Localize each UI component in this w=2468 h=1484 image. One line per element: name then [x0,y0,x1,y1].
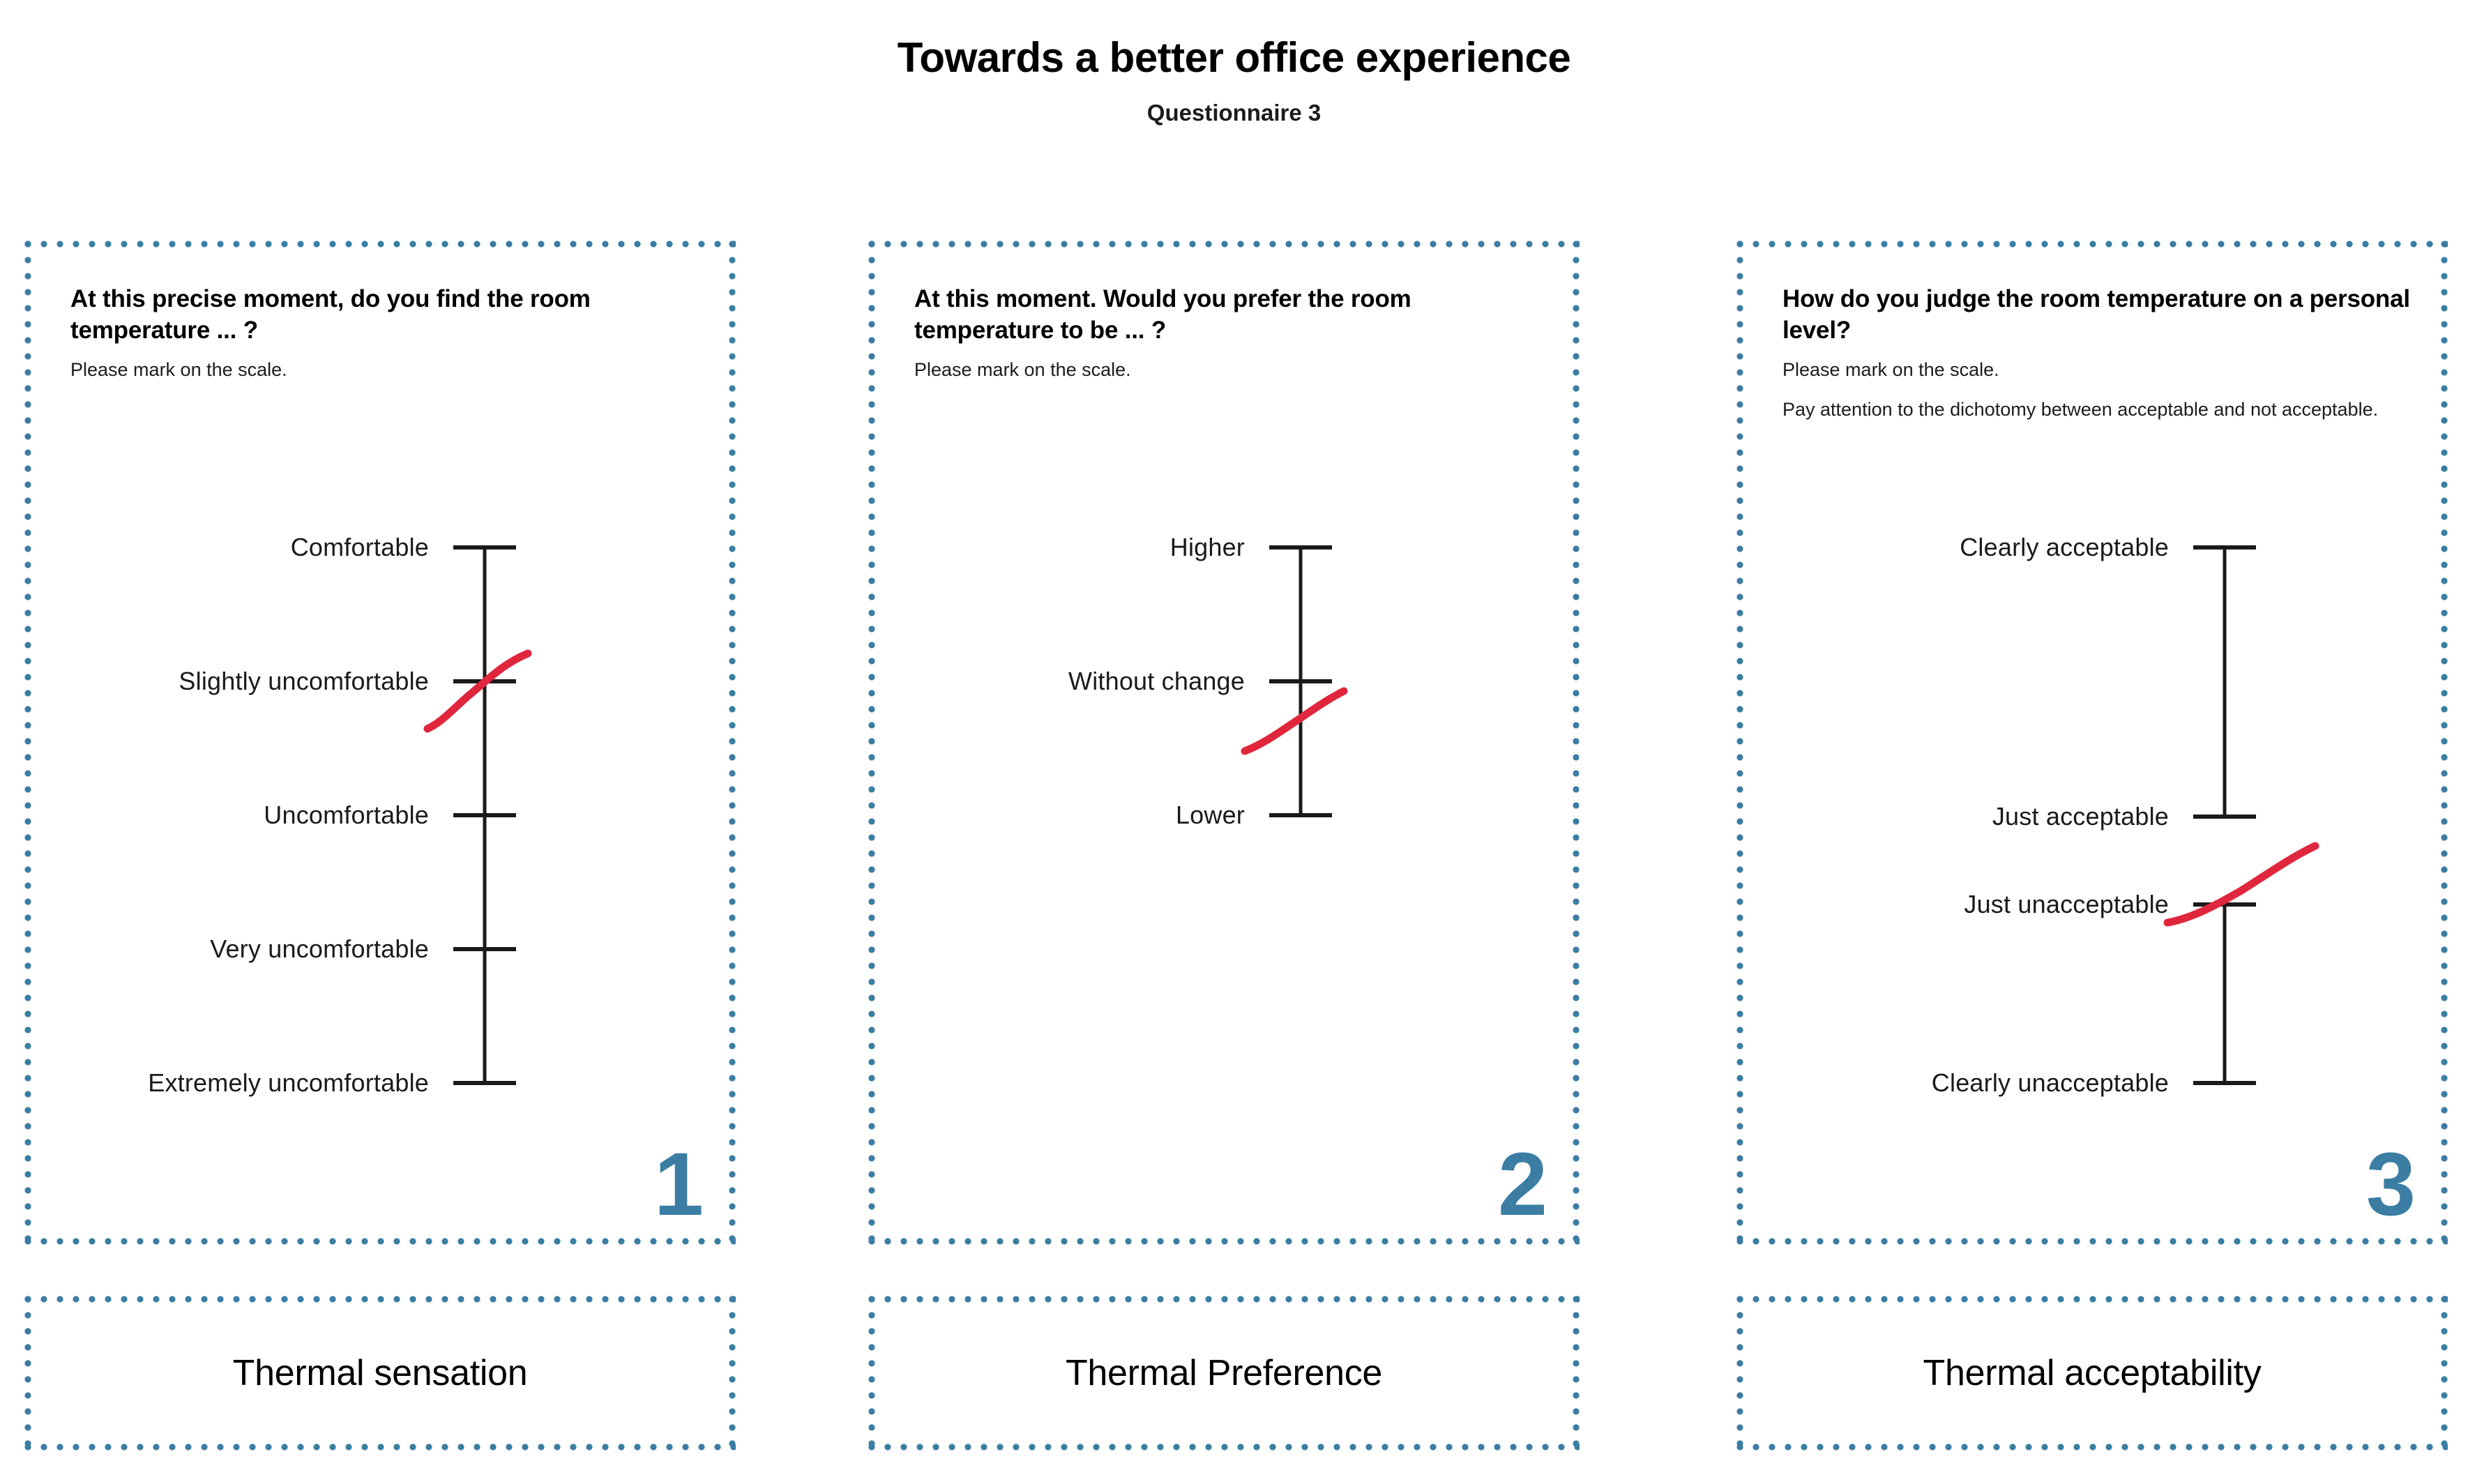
scale-label: Clearly acceptable [1960,533,2169,561]
footer-label: Thermal acceptability [1923,1353,2262,1393]
question-hint: Please mark on the scale. [70,358,287,380]
page-header: Towards a better office experience Quest… [0,0,2468,126]
card-number: 1 [653,1135,704,1234]
footer-label: Thermal Preference [1065,1353,1383,1393]
scale-label: Slightly uncomfortable [179,667,429,695]
page-subtitle: Questionnaire 3 [1146,100,1322,126]
scale-label: Comfortable [290,533,429,561]
questionnaire-card-1[interactable]: At this precise moment, do you find the … [24,241,736,1245]
scale-label: Lower [1175,801,1245,829]
answer-mark[interactable] [423,649,532,733]
scale-label: Higher [1169,533,1245,561]
questionnaire-card-3[interactable]: How do you judge the room temperature on… [1736,241,2448,1245]
scale-label: Clearly unacceptable [1931,1068,2169,1097]
scale-label: Just acceptable [1992,802,2169,831]
footer-box-thermal-preference: Thermal Preference [868,1296,1580,1451]
question-text: At this moment. Would you prefer the roo… [914,285,1411,344]
rating-scale-thermal-sensation[interactable]: Comfortable Slightly uncomfortable Uncom… [24,241,736,1245]
rating-scale-thermal-preference[interactable]: Higher Without change Lower [868,241,1580,1245]
question-text: At this precise moment, do you find the … [70,285,591,344]
scale-label: Just unacceptable [1964,890,2169,918]
question-block: How do you judge the room temperature on… [1782,284,2420,422]
card-number: 3 [2365,1135,2416,1234]
question-hint: Please mark on the scale. [914,358,1131,380]
footer-box-thermal-sensation: Thermal sensation [24,1296,736,1451]
card-number: 2 [1497,1135,1547,1234]
footer-label: Thermal sensation [232,1353,528,1393]
question-block: At this moment. Would you prefer the roo… [914,284,1552,382]
scale-label: Without change [1068,667,1245,695]
footer-box-thermal-acceptability: Thermal acceptability [1736,1296,2448,1451]
scale-label: Extremely uncomfortable [148,1068,429,1097]
question-hint: Please mark on the scale. [1782,358,1999,380]
scale-label: Very uncomfortable [210,934,429,963]
questionnaire-card-2[interactable]: At this moment. Would you prefer the roo… [868,241,1580,1245]
scale-label: Uncomfortable [264,801,429,829]
question-text: How do you judge the room temperature on… [1782,285,2410,344]
rating-scale-thermal-acceptability[interactable]: Clearly acceptable Just acceptable Just … [1736,241,2448,1245]
page-title: Towards a better office experience [897,34,1571,81]
answer-mark[interactable] [1241,687,1348,755]
question-hint-secondary: Pay attention to the dichotomy between a… [1782,398,2379,420]
question-block: At this precise moment, do you find the … [70,284,708,382]
answer-mark[interactable] [2163,842,2319,927]
